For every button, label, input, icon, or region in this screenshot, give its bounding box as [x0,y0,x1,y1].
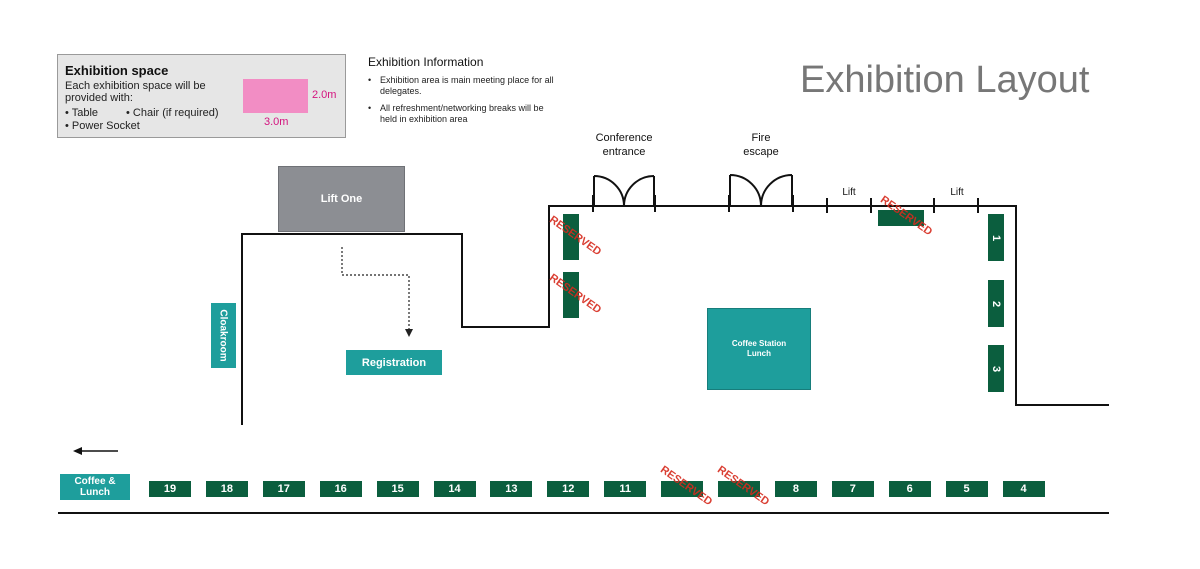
cloakroom-label: Cloakroom [218,309,230,362]
stand-reserved-top-2[interactable] [563,272,579,318]
info-bullet: All refreshment/networking breaks will b… [368,103,558,125]
stand-reserved[interactable] [661,481,704,497]
coffee-lunch-line2: Lunch [80,487,110,498]
legend-width-label: 3.0m [264,116,289,128]
stand-19[interactable]: 19 [149,481,191,497]
info-list: Exhibition area is main meeting place fo… [368,75,558,131]
cloakroom-area: Cloakroom [211,303,236,368]
stand-5[interactable]: 5 [945,481,988,497]
registration-route-dotted [341,247,410,330]
lift-label-1: Lift [842,187,856,198]
wall-left-section [241,205,1109,425]
exhibition-space-swatch [243,79,308,113]
stand-3[interactable]: 3 [988,345,1004,392]
coffee-lunch-line1: Coffee & [74,476,116,487]
stand-11[interactable]: 11 [604,481,647,497]
legend-height-label: 2.0m [312,89,337,101]
legend-item-power: • Power Socket [65,120,140,132]
legend-title: Exhibition space [65,63,169,78]
stand-14[interactable]: 14 [433,481,476,497]
info-heading: Exhibition Information [368,55,484,69]
stand-4[interactable]: 4 [1002,481,1045,497]
stand-12[interactable]: 12 [547,481,590,497]
fire-escape-door-arc [729,174,793,207]
stand-15[interactable]: 15 [376,481,419,497]
info-bullet: Exhibition area is main meeting place fo… [368,75,558,97]
conference-door-arc [593,175,655,207]
stand-17[interactable]: 17 [262,481,305,497]
registration-route-arrowhead [405,329,413,337]
stand-reserved-top-3[interactable] [878,210,924,226]
lift-one-area: Lift One [278,166,405,232]
coffee-lunch-area: Coffee &Lunch [60,474,130,500]
coffee-station-line2: Lunch [746,349,771,358]
stand-13[interactable]: 13 [490,481,533,497]
exhibition-space-legend: Exhibition space Each exhibition space w… [57,54,346,138]
legend-item-chair: • Chair (if required) [126,107,219,119]
stand-reserved-top-1[interactable] [563,214,579,260]
page-title: Exhibition Layout [800,59,1090,101]
stand-1[interactable]: 1 [988,214,1004,261]
registration-area: Registration [346,350,442,375]
exit-arrowhead [73,447,82,455]
legend-item-table: • Table [65,107,99,119]
stand-16[interactable]: 16 [319,481,362,497]
stand-8[interactable]: 8 [774,481,817,497]
stand-18[interactable]: 18 [205,481,248,497]
stand-2[interactable]: 2 [988,280,1004,327]
coffee-station-line1: Coffee Station [731,339,787,348]
legend-description: Each exhibition space will be provided w… [65,80,206,104]
stand-6[interactable]: 6 [888,481,931,497]
stand-reserved[interactable] [718,481,760,497]
lift-label-2: Lift [950,187,964,198]
stand-7[interactable]: 7 [831,481,874,497]
